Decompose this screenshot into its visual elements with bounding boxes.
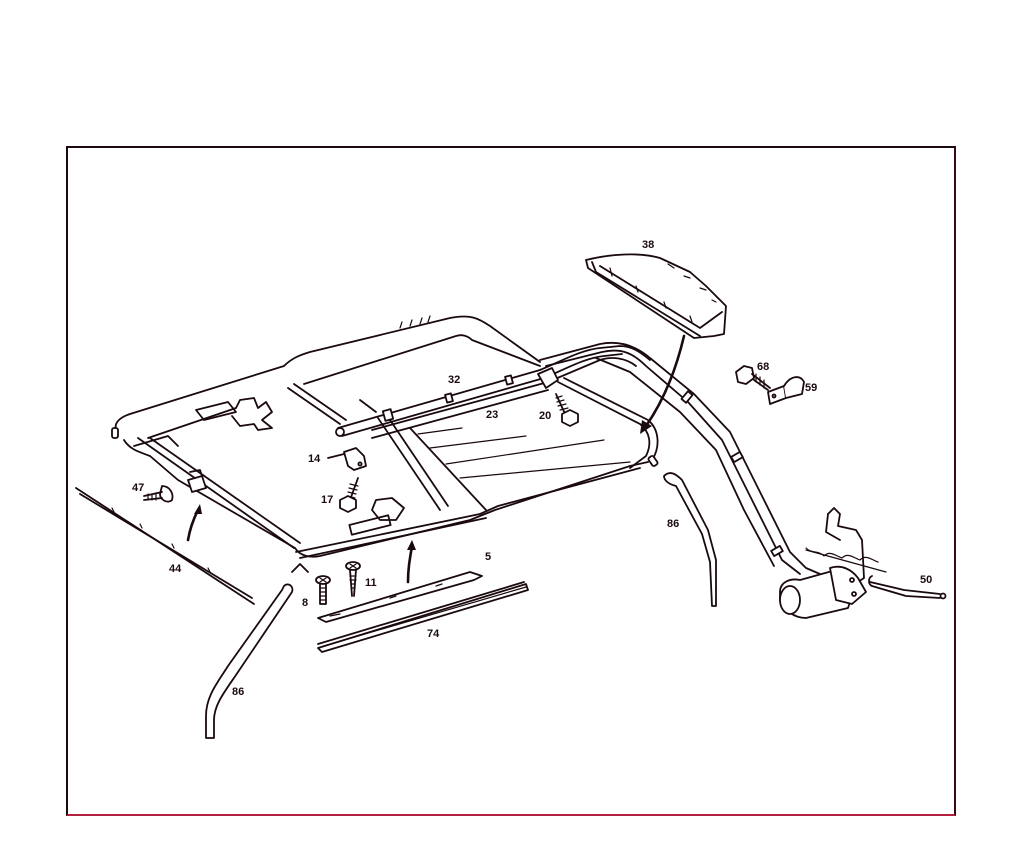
screw-47 xyxy=(143,485,202,542)
part-label-5: 5 xyxy=(485,551,492,563)
seal-strip-74 xyxy=(317,581,529,653)
drain-hose-86-left xyxy=(205,583,294,739)
cable-channel xyxy=(539,341,821,575)
part-label-44: 44 xyxy=(169,563,182,575)
screw-11 xyxy=(345,561,361,597)
part-label-14: 14 xyxy=(308,453,321,465)
strip-44 xyxy=(75,487,255,605)
part-label-8: 8 xyxy=(302,597,309,609)
clip-59 xyxy=(767,376,805,405)
part-label-59: 59 xyxy=(805,382,818,394)
bracket-14 xyxy=(327,447,367,471)
strip-5 xyxy=(317,540,483,623)
part-label-50: 50 xyxy=(920,574,933,586)
drive-cable-50 xyxy=(868,575,947,600)
rear-cover-38 xyxy=(585,253,727,434)
screw-20 xyxy=(555,393,579,427)
roof-frame xyxy=(111,315,649,573)
drive-motor xyxy=(779,507,887,619)
part-label-32: 32 xyxy=(448,374,461,386)
part-label-86-right: 86 xyxy=(667,518,680,530)
drain-hose-86-right xyxy=(663,472,717,607)
guide-rail-assembly xyxy=(335,345,659,469)
part-label-74: 74 xyxy=(427,628,440,640)
part-label-47: 47 xyxy=(132,482,145,494)
part-label-11: 11 xyxy=(365,577,377,589)
part-label-86-left: 86 xyxy=(232,686,245,698)
part-label-17: 17 xyxy=(321,494,334,506)
diagram-frame xyxy=(66,146,956,816)
screw-17 xyxy=(339,477,359,513)
part-label-23: 23 xyxy=(486,409,499,421)
part-label-20: 20 xyxy=(539,410,552,422)
bolt-68 xyxy=(735,365,771,391)
part-label-38: 38 xyxy=(642,239,655,251)
part-label-68: 68 xyxy=(757,361,770,373)
screw-8 xyxy=(315,575,331,605)
